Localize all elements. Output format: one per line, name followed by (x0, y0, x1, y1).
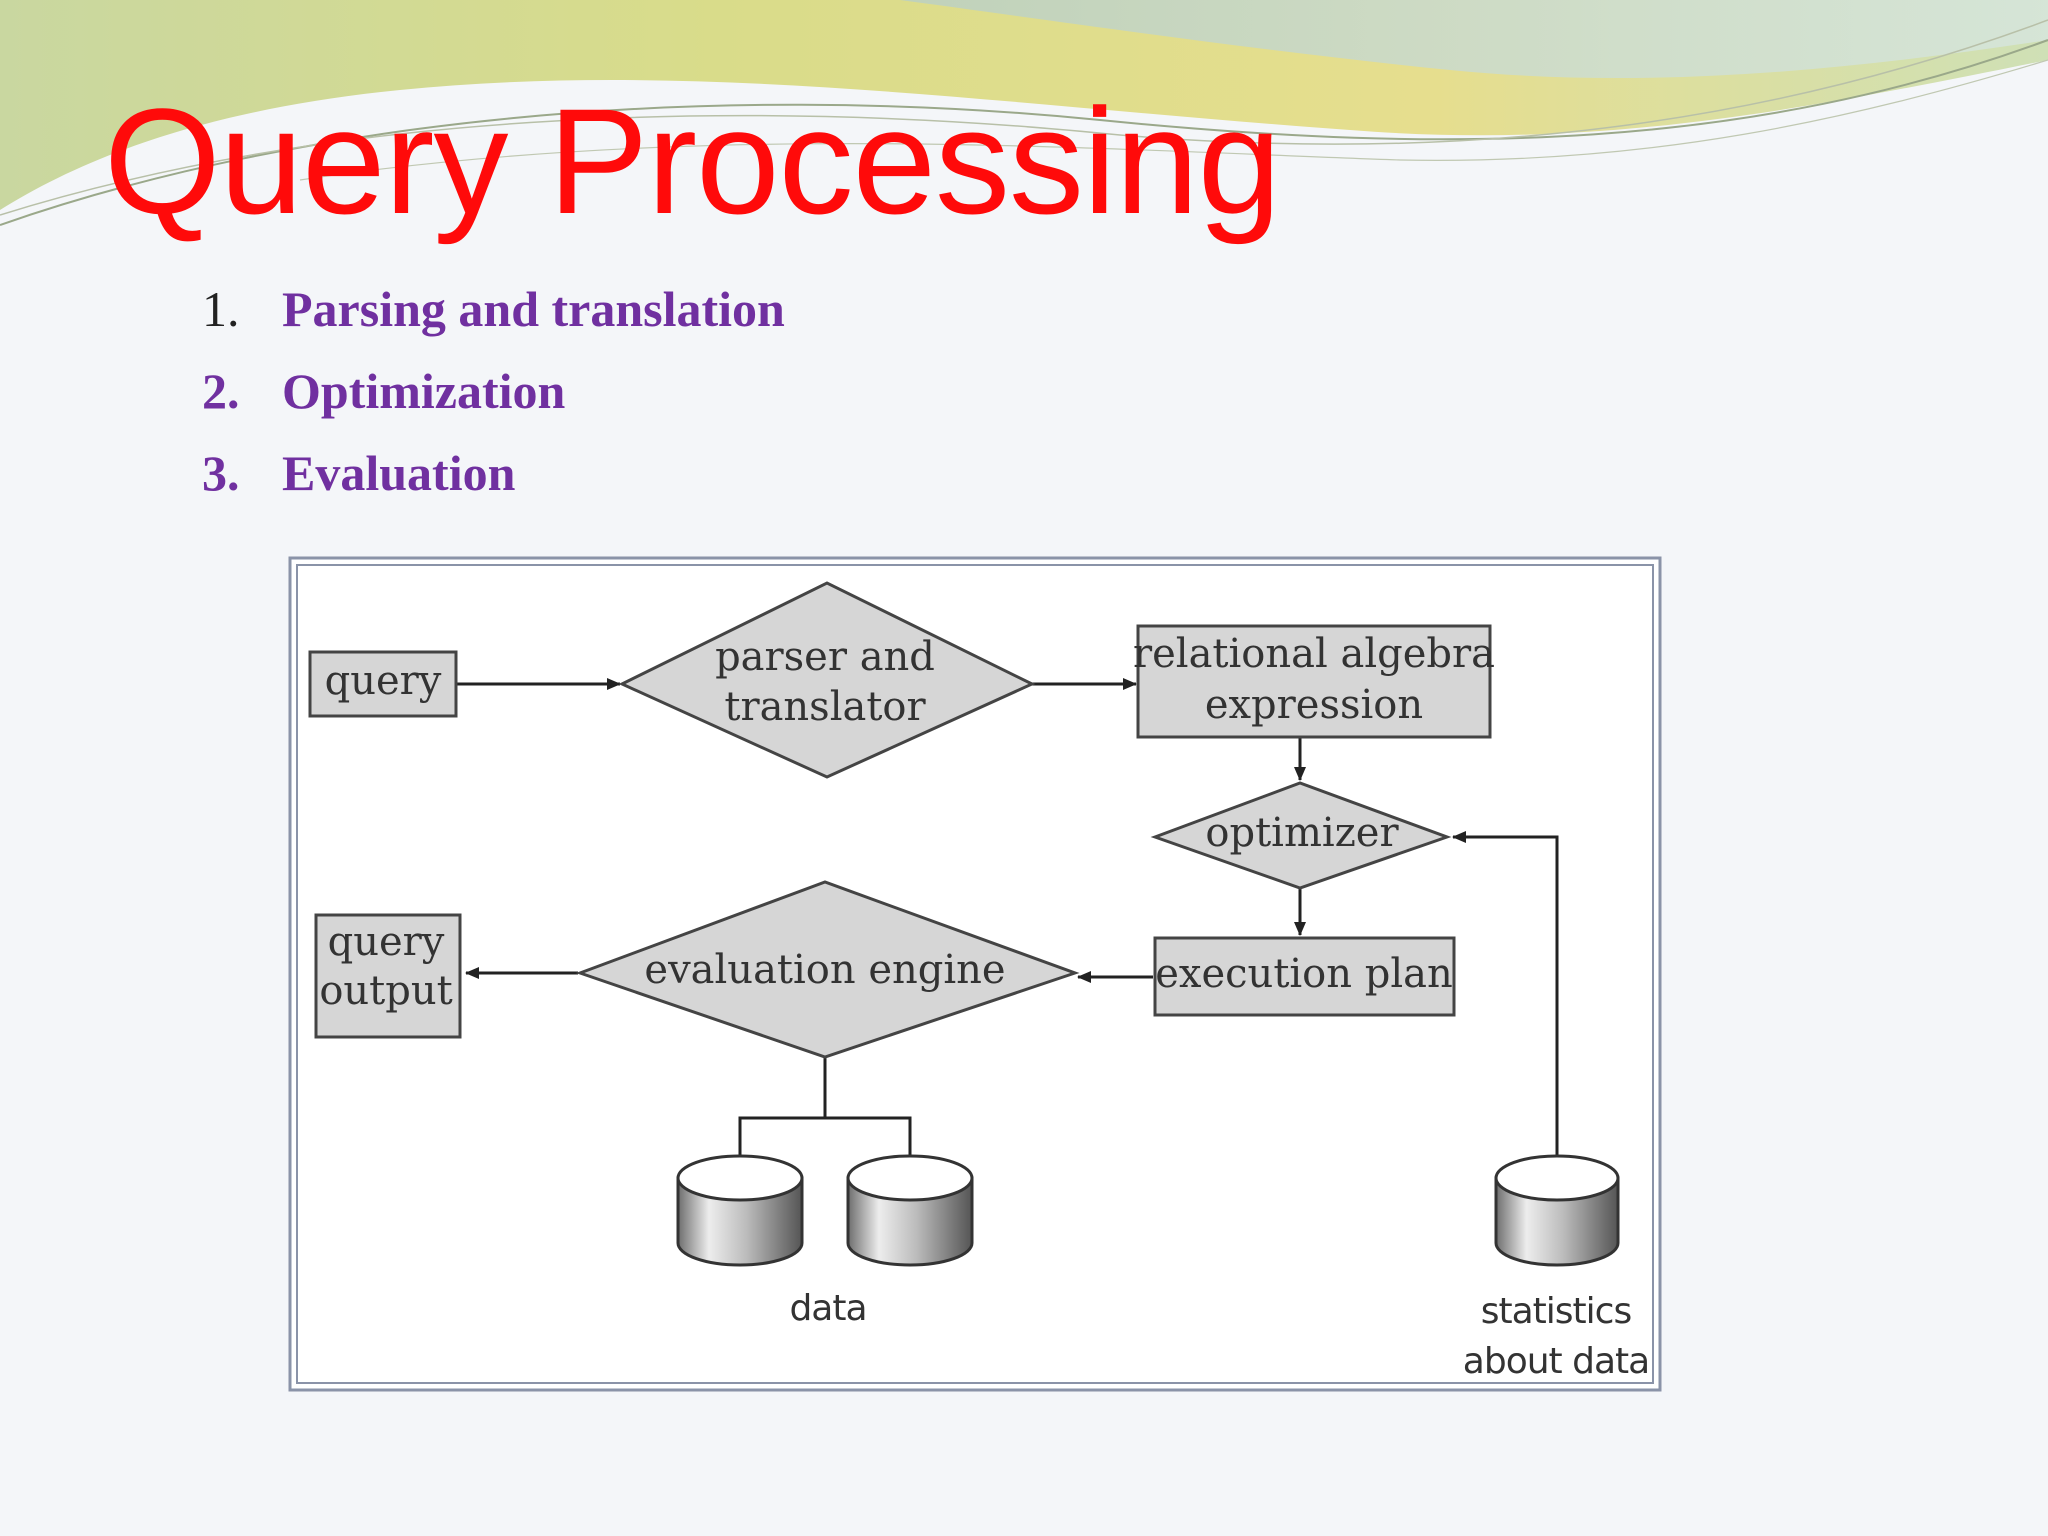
statistics-label-line2: about data (1463, 1341, 1649, 1382)
parser-translator-diamond (618, 581, 1036, 779)
relational-algebra-box (1136, 624, 1492, 739)
line-data-branch (738, 1116, 912, 1158)
step-number: 3. (202, 445, 240, 501)
statistics-cylinder-icon (1494, 1154, 1620, 1267)
statistics-label-line1: statistics (1481, 1291, 1631, 1332)
data-label: data (789, 1288, 866, 1329)
step-item: 2. Optimization (202, 350, 785, 432)
query-output-label-line2: output (319, 968, 452, 1014)
query-output-label-line1: query (328, 919, 445, 965)
optimizer-label: optimizer (1205, 810, 1399, 856)
query-output-box (314, 913, 462, 1039)
execution-plan-label: execution plan (1155, 951, 1453, 997)
step-item: 1. Parsing and translation (202, 268, 785, 350)
step-label: Evaluation (282, 445, 516, 501)
query-box (308, 650, 458, 718)
evaluation-engine-label: evaluation engine (644, 947, 1005, 993)
execution-plan-box (1153, 936, 1456, 1017)
parser-label-line1: parser and (715, 634, 935, 680)
data-cylinder-1-icon (676, 1154, 804, 1267)
step-item: 3. Evaluation (202, 432, 785, 514)
step-number: 2. (202, 363, 240, 419)
data-cylinder-2-icon (846, 1154, 974, 1267)
optimizer-diamond (1150, 781, 1452, 890)
step-label: Parsing and translation (282, 281, 785, 337)
evaluation-engine-diamond (575, 880, 1080, 1059)
relational-label-line2: expression (1205, 682, 1423, 728)
slide-title: Query Processing (104, 77, 1281, 245)
relational-label-line1: relational algebra (1133, 631, 1495, 677)
step-label: Optimization (282, 363, 566, 419)
steps-list: 1. Parsing and translation 2. Optimization… (202, 268, 785, 514)
query-label: query (325, 658, 442, 704)
step-number: 1. (202, 281, 240, 337)
connectors (456, 678, 1559, 1158)
arrow-stats-to-optimizer (1452, 831, 1559, 1158)
parser-label-line2: translator (724, 684, 926, 730)
